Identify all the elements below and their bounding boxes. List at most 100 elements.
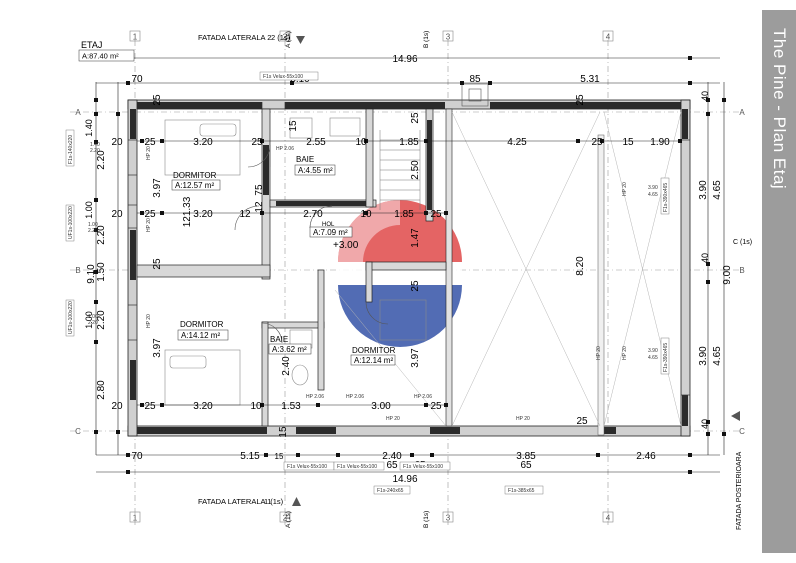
dim-v-13: 25 [575,94,586,106]
dim-right-5: 3.90 [698,346,709,366]
dim-v-3: 3.97 [152,338,163,358]
dim-top-1: 70 [131,74,143,85]
room-name-bath2: BAIE [270,335,288,344]
dim-bottom2-2: 65 [520,460,532,471]
dim-int-23: 10 [250,401,262,412]
dim-left-2: 2.20 [96,150,107,170]
dimension-lines [95,57,725,473]
dim-bottom-4: 2.40 [382,451,402,462]
dim-int-7: 1.85 [399,137,419,148]
walls [127,99,691,437]
hp-4: HP 2.06 [306,394,324,400]
dim-int-17: 10 [360,209,372,220]
dim-left-8: 2.80 [96,380,107,400]
grid-row-a-left: A [75,108,81,117]
watermark-logo [338,200,462,347]
sill-left-6: 2.20 [88,320,98,326]
window-marks [128,102,690,396]
dim-int-19: 25 [430,209,442,220]
grid-bubbles: 1 2 3 4 1 2 3 4 A B C A B C [75,30,745,523]
tag-win-left-3: UF1s-100x220 [68,301,74,334]
dim-left-6: 1.00 [84,311,94,329]
dim-top-3: 85 [469,74,481,85]
dim-v-16: 75 [254,184,265,196]
dim-bottom2-1: 65 [386,460,398,471]
dim-v-4: 2.50 [410,160,421,180]
hp-6: HP 20 [146,314,152,328]
dim-left-4: 2.20 [96,225,107,245]
dim-v-10: 25 [152,258,163,270]
hp-5: HP 2.06 [346,394,364,400]
tag-velux-top: F1s Velux-55x100 [263,74,303,80]
section-bottom-marker [292,497,301,506]
room-area-bath1: A:4.55 m² [298,166,333,175]
room-labels: DORMITOR A:12.57 m² BAIE A:4.55 m² HOL A… [171,155,396,366]
sill-left-2: 2.20 [90,148,100,154]
floor-label: ETAJ [81,40,102,50]
grid-row-a-right: A [739,108,745,117]
room-name-bed3: DORMITOR [352,346,396,355]
dim-overall-top: 14.96 [392,54,417,65]
dim-right-6: 4.65 [712,346,723,366]
outer-wall-right [680,99,691,437]
grid-col-4-bottom: 4 [606,514,611,523]
grid-col-4: 4 [606,33,611,42]
dim-int-10: 15 [622,137,634,148]
section-b-top: B (1s) [423,31,430,48]
sill-left-5: 1.00 [88,314,98,320]
sill-left-1: 1.40 [90,142,100,148]
dim-overall-bottom: 14.96 [392,474,417,485]
tag-win-right-2: F1s-390x465 [663,343,669,372]
facade-bottom-label: FATADA LATERALA 1 [198,497,271,506]
bed-2 [164,349,241,406]
dim-v-1: 3.97 [152,178,163,198]
title-sidebar: The Pine - Plan Etaj [762,10,796,553]
section-c-right: C (1s) [733,239,752,246]
dim-int-13: 25 [144,209,156,220]
section-top-marker [296,36,305,44]
dim-int-9: 25 [591,137,603,148]
dim-v-9: 25 [152,94,163,106]
dim-v-6: 3.97 [410,348,421,368]
dim-v-7: 8.20 [575,256,586,276]
tag-door-bottom-1: F1s-240x65 [377,488,404,494]
dim-right-7: 40 [700,419,710,429]
floor-area-box [78,49,135,62]
dim-int-20: 20 [111,401,123,412]
dim-int-3: 3.20 [193,137,213,148]
dim-int-25: 3.00 [371,401,391,412]
room-area-bed1: A:12.57 m² [175,181,214,190]
dim-v-8: 2.40 [281,356,292,376]
hp-10: HP 20 [622,182,628,196]
interior-dims-row2: 20 25 3.20 12 2.70 10 1.85 25 [111,209,442,220]
hp-3: HP 20 [146,218,152,232]
bath-1-fixtures [289,117,313,139]
bed-3 [379,299,427,341]
grid-col-1: 1 [133,33,138,42]
grid-col-3: 3 [446,33,451,42]
dim-bottom-7: 2.46 [636,451,656,462]
interior-dims-row1: 20 25 3.20 25 2.55 10 1.85 4.25 25 15 1.… [111,137,670,148]
dim-v-2: 121.33 [182,196,193,227]
dim-int-18: 1.85 [394,209,414,220]
dim-int-26: 25 [430,401,442,412]
hp-12: HP 20 [622,346,628,360]
sill-left-4: 2.20 [88,228,98,234]
dim-int-14: 3.20 [193,209,213,220]
dim-left-7: 2.20 [96,310,107,330]
dim-v-12: 25 [410,112,421,124]
dim-top-4: 5.31 [580,74,600,85]
tag-velux-bottom-2: F1s Velux-55x100 [337,464,377,470]
dim-right-2: 3.90 [698,180,709,200]
dim-v-5: 1.47 [410,228,421,248]
hp-9: HP 20 [516,416,530,422]
room-name-bed2: DORMITOR [180,320,224,329]
grid-row-b-right: B [739,266,744,275]
dim-int-22: 3.20 [193,401,213,412]
tag-velux-bottom-3: F1s Velux-55x100 [403,464,443,470]
sill-right-3: 3.90 [648,348,658,354]
dim-int-15: 12 [239,209,251,220]
dim-int-5: 2.55 [306,137,326,148]
dim-bottom-1: 70 [131,451,143,462]
section-a-bottom: A (1s) [285,511,292,528]
